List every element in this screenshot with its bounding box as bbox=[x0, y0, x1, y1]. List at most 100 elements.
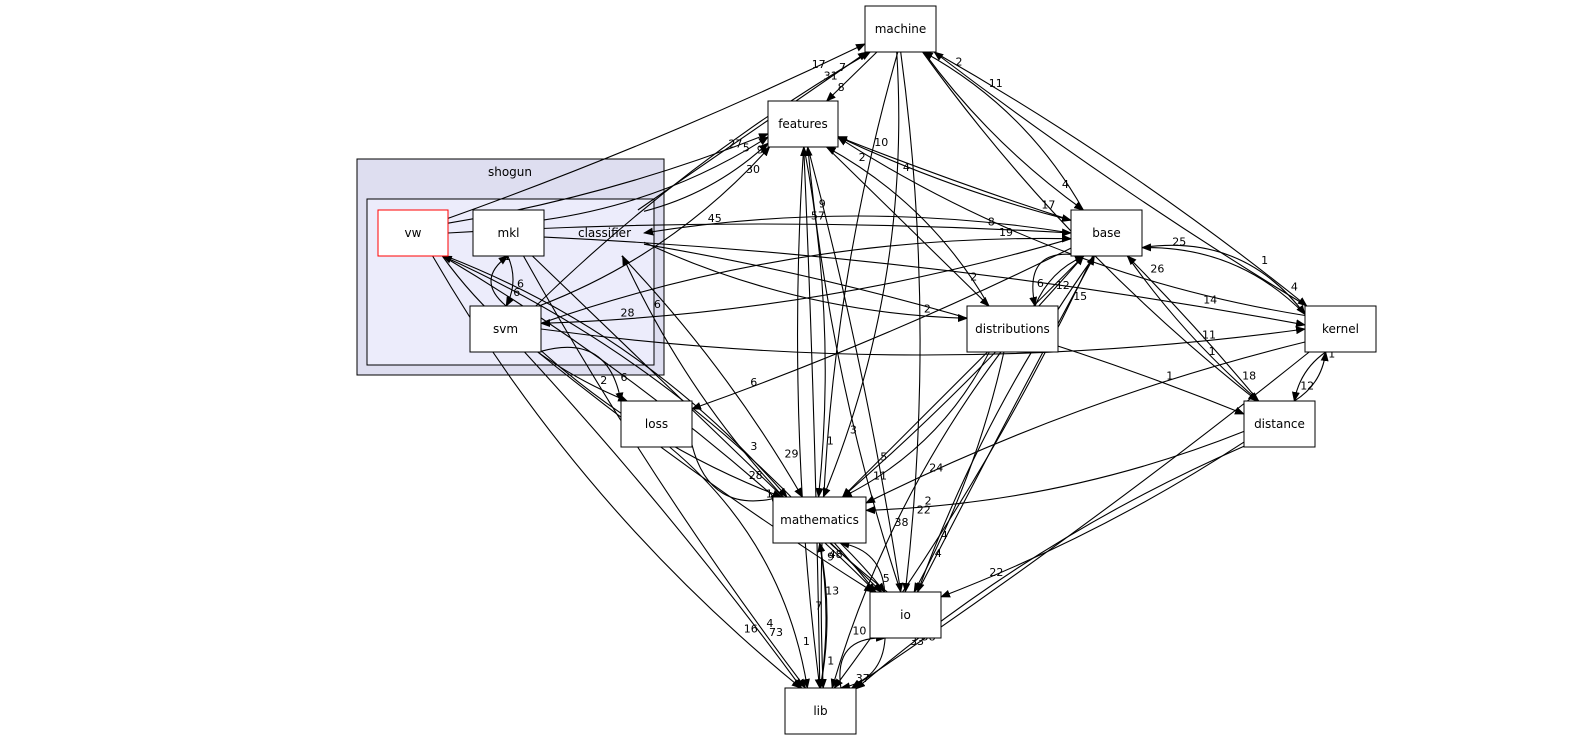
edge-label-base-to-loss[interactable]: 6 bbox=[750, 376, 757, 389]
edge-loss-to-lib bbox=[669, 446, 810, 689]
edge-label-classifier-to-machine[interactable]: 7 bbox=[839, 61, 846, 74]
edge-label-base-to-io[interactable]: 4 bbox=[941, 529, 948, 542]
edge-machine-to-features bbox=[825, 51, 878, 102]
node-lib[interactable]: lib bbox=[784, 687, 857, 735]
edge-label-base-to-distance[interactable]: 18 bbox=[1242, 370, 1256, 383]
edge-label-vw-to-mathematics[interactable]: 3 bbox=[750, 440, 757, 453]
edge-label-machine-to-features[interactable]: 8 bbox=[838, 81, 845, 94]
node-machine-box[interactable] bbox=[864, 5, 937, 53]
edge-mkl-to-kernel bbox=[543, 236, 1306, 328]
edge-label-features-to-distributions[interactable]: 2 bbox=[970, 271, 977, 284]
edge-label-vw-to-base[interactable]: 8 bbox=[988, 216, 995, 229]
edge-label-svm-to-features[interactable]: 30 bbox=[746, 163, 760, 176]
node-base-label: base bbox=[1092, 226, 1121, 240]
edge-label-distance-to-base[interactable]: 26 bbox=[1150, 263, 1164, 276]
edge-kernel-to-distance bbox=[1291, 351, 1327, 402]
edge-label-mkl-to-lib[interactable]: 4 bbox=[766, 617, 773, 630]
edge-machine-to-kernel bbox=[933, 51, 1308, 307]
edge-label-classifier-to-distance[interactable]: 1 bbox=[1166, 369, 1173, 382]
edge-label-loss-to-mathematics[interactable]: 1 bbox=[766, 488, 773, 501]
edge-label-features-to-mathematics[interactable]: 1 bbox=[827, 435, 834, 448]
edge-label-base-to-distributions[interactable]: 6 bbox=[1037, 277, 1044, 290]
edge-label-features-to-base[interactable]: 17 bbox=[1041, 198, 1055, 211]
edge-label-distributions-to-lib[interactable]: 10 bbox=[852, 624, 866, 637]
edge-label-machine-to-lib[interactable]: 13 bbox=[825, 585, 839, 598]
node-base[interactable]: base bbox=[1070, 209, 1143, 257]
edge-label-distance-to-mathematics[interactable]: 2 bbox=[925, 494, 932, 507]
node-svm[interactable]: svm bbox=[469, 305, 542, 353]
node-loss[interactable]: loss bbox=[620, 400, 693, 448]
edge-label-kernel-to-machine[interactable]: 11 bbox=[989, 77, 1003, 90]
edge-label-distance-to-io[interactable]: 22 bbox=[989, 566, 1003, 579]
edge-label-base-to-features[interactable]: 10 bbox=[874, 136, 888, 149]
edge-label-machine-to-mathematics[interactable]: 3 bbox=[850, 424, 857, 437]
node-lib-box[interactable] bbox=[784, 687, 857, 735]
edge-label-kernel-to-mathematics[interactable]: 24 bbox=[929, 462, 943, 475]
edge-label-kernel-to-features[interactable]: 4 bbox=[903, 161, 910, 174]
node-kernel[interactable]: kernel bbox=[1304, 305, 1377, 353]
node-features-box[interactable] bbox=[767, 100, 839, 148]
node-io-box[interactable] bbox=[869, 591, 942, 639]
edge-label-vw-to-machine[interactable]: 17 bbox=[812, 58, 826, 71]
edge-label-base-to-svm[interactable]: 28 bbox=[621, 307, 635, 320]
node-mathematics[interactable]: mathematics bbox=[772, 496, 867, 544]
edge-label-mkl-to-features[interactable]: 5 bbox=[743, 141, 750, 154]
node-vw[interactable]: vw bbox=[377, 209, 449, 257]
edge-label-io-to-vw[interactable]: 6 bbox=[517, 278, 524, 291]
node-kernel-box[interactable] bbox=[1304, 305, 1377, 353]
edge-label-distance-to-kernel[interactable]: 1 bbox=[1328, 348, 1335, 361]
edge-label-lib-to-features[interactable]: 57 bbox=[811, 210, 825, 223]
node-features[interactable]: features bbox=[767, 100, 839, 148]
node-classifier[interactable]: classifier bbox=[578, 226, 631, 240]
edge-kernel-to-base bbox=[1141, 243, 1306, 315]
edge-label-io-to-classifier[interactable]: 6 bbox=[654, 298, 661, 311]
edge-label-distributions-to-features[interactable]: 2 bbox=[859, 151, 866, 164]
edge-label-machine-to-base[interactable]: 4 bbox=[1062, 178, 1069, 191]
edge-label-base-to-mathematics[interactable]: 5 bbox=[880, 450, 887, 463]
edge-label-svm-to-loss[interactable]: 6 bbox=[621, 371, 628, 384]
edge-label-classifier-to-distributions[interactable]: 2 bbox=[924, 303, 931, 316]
edge-label-mathematics-to-lib[interactable]: 1 bbox=[827, 655, 834, 668]
node-machine-label: machine bbox=[875, 22, 927, 36]
edge-vw-to-mathematics bbox=[445, 255, 788, 498]
edge-label-mathematics-to-base[interactable]: 12 bbox=[1056, 279, 1070, 292]
edge-label-distributions-to-mathematics[interactable]: 11 bbox=[873, 470, 887, 483]
edge-label-base-to-kernel[interactable]: 4 bbox=[1291, 281, 1298, 294]
edge-label-machine-to-distance[interactable]: 1 bbox=[1209, 345, 1216, 358]
node-distance[interactable]: distance bbox=[1243, 400, 1316, 448]
node-io[interactable]: io bbox=[869, 591, 942, 639]
edge-label-mathematics-to-io[interactable]: 5 bbox=[883, 572, 890, 585]
edge-label-mkl-to-kernel[interactable]: 14 bbox=[1203, 293, 1217, 306]
node-base-box[interactable] bbox=[1070, 209, 1143, 257]
edge-label-kernel-to-distance[interactable]: 12 bbox=[1300, 380, 1314, 393]
edge-label-svm-to-lib[interactable]: 73 bbox=[769, 626, 783, 639]
node-mkl[interactable]: mkl bbox=[472, 209, 545, 257]
node-machine[interactable]: machine bbox=[864, 5, 937, 53]
edge-label-base-to-classifier[interactable]: 45 bbox=[708, 212, 722, 225]
node-distance-box[interactable] bbox=[1243, 400, 1316, 448]
edge-label-lib-to-mathematics[interactable]: 9 bbox=[827, 550, 834, 563]
edge-label-distributions-to-io[interactable]: 4 bbox=[935, 547, 942, 560]
edge-machine-to-mathematics bbox=[822, 51, 900, 498]
edge-label-base-to-machine[interactable]: 2 bbox=[956, 56, 963, 69]
edge-mkl-to-features bbox=[543, 136, 769, 221]
node-svm-box[interactable] bbox=[469, 305, 542, 353]
edge-label-vw-to-lib[interactable]: 16 bbox=[744, 623, 758, 636]
edge-label-io-to-features[interactable]: 9 bbox=[819, 198, 826, 211]
node-distributions-box[interactable] bbox=[966, 305, 1059, 353]
node-mkl-box[interactable] bbox=[472, 209, 545, 257]
edge-label-svm-to-mathematics[interactable]: 28 bbox=[749, 469, 763, 482]
edge-label-classifier-to-mathematics[interactable]: 29 bbox=[785, 448, 799, 461]
edge-label-machine-to-kernel[interactable]: 1 bbox=[1261, 254, 1268, 267]
edge-label-vw-to-loss[interactable]: 2 bbox=[600, 374, 607, 387]
node-vw-box[interactable] bbox=[377, 209, 449, 257]
edge-label-svm-to-kernel[interactable]: 11 bbox=[1202, 329, 1216, 342]
edge-base-to-svm bbox=[540, 238, 1072, 328]
node-loss-box[interactable] bbox=[620, 400, 693, 448]
node-mathematics-box[interactable] bbox=[772, 496, 867, 544]
edge-label-loss-to-lib[interactable]: 1 bbox=[803, 635, 810, 648]
edge-label-classifier-to-features[interactable]: 9 bbox=[757, 144, 764, 157]
edge-label-kernel-to-base[interactable]: 25 bbox=[1172, 236, 1186, 249]
node-distributions[interactable]: distributions bbox=[966, 305, 1059, 353]
edge-label-io-to-base[interactable]: 15 bbox=[1073, 290, 1087, 303]
